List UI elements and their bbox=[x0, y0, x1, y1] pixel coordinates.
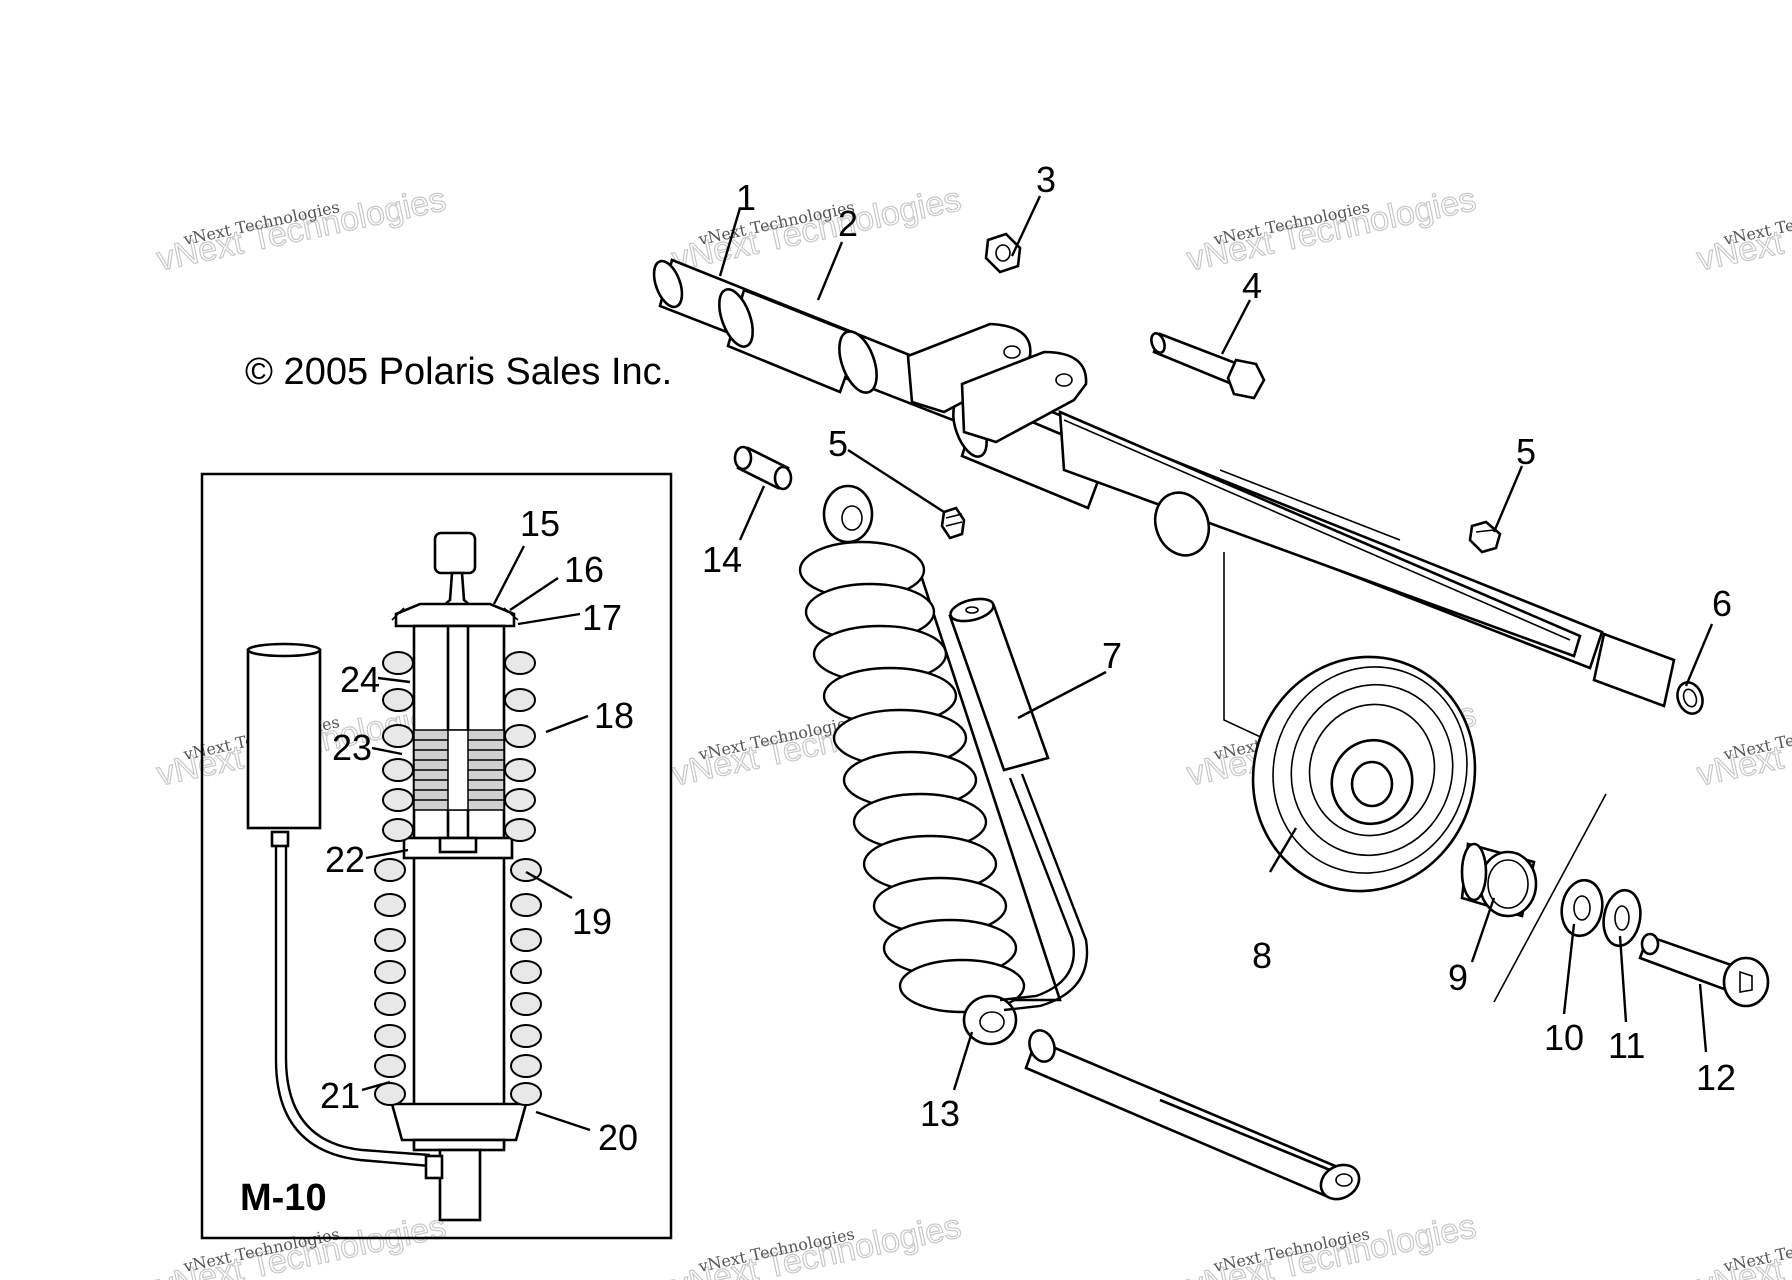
callout-13: 13 bbox=[920, 1093, 960, 1134]
watermark-tile: vNext Technologies vNext Technologies bbox=[668, 1207, 965, 1280]
nut-part bbox=[984, 232, 1022, 274]
grease-fitting-a bbox=[940, 506, 966, 540]
callout-16: 16 bbox=[564, 549, 604, 590]
hatched-spring-section bbox=[413, 729, 505, 811]
callout-15: 15 bbox=[520, 503, 560, 544]
exploded-view-axis bbox=[1493, 793, 1607, 1003]
callout-14: 14 bbox=[702, 539, 742, 580]
axle-bolt bbox=[1638, 932, 1770, 1008]
callout-2: 2 bbox=[838, 203, 858, 244]
washer-11 bbox=[1602, 888, 1642, 948]
callout-22: 22 bbox=[325, 839, 365, 880]
watermark-tile: vNext Technologies vNext Technologies bbox=[1183, 1207, 1480, 1280]
callout-8: 8 bbox=[1252, 935, 1272, 976]
callout-leaders bbox=[718, 195, 1714, 1091]
callout-7: 7 bbox=[1102, 635, 1122, 676]
inset-frame bbox=[200, 472, 673, 1240]
callout-19: 19 bbox=[572, 901, 612, 942]
callout-1: 1 bbox=[736, 177, 756, 218]
callout-6: 6 bbox=[1712, 583, 1732, 624]
watermark-tile: vNext Technologies vNext Technologies bbox=[1183, 180, 1480, 280]
callout-21: 21 bbox=[320, 1075, 360, 1116]
copyright-text: © 2005 Polaris Sales Inc. bbox=[245, 351, 672, 393]
shock-absorber bbox=[798, 484, 1089, 1046]
idler-wheel bbox=[1251, 655, 1477, 893]
shock-cutaway bbox=[374, 531, 542, 1222]
spacer-part bbox=[1460, 842, 1538, 918]
watermark-tile: vNext Technologies vNext Technologies bbox=[1693, 695, 1792, 795]
lower-arm bbox=[1024, 1029, 1361, 1201]
watermark-tile: vNext Technologies vNext Technologies bbox=[153, 180, 450, 280]
watermark-tile: vNext Technologies vNext Technologies bbox=[1693, 180, 1792, 280]
callout-9: 9 bbox=[1448, 957, 1468, 998]
bolt-part bbox=[1150, 332, 1266, 400]
reservoir-canister bbox=[246, 642, 431, 1168]
callout-17: 17 bbox=[582, 597, 622, 638]
callout-24: 24 bbox=[340, 659, 380, 700]
inset-title: M-10 bbox=[240, 1177, 327, 1219]
main-spring-coils bbox=[798, 540, 1026, 1014]
washer-10 bbox=[1560, 878, 1604, 938]
inset-panel: M-10 15 16 17 18 19 20 21 22 23 24 bbox=[200, 472, 673, 1240]
watermark-tile: vNext Technologies vNext Technologies bbox=[1693, 1207, 1792, 1280]
grease-fitting-b bbox=[1468, 520, 1502, 554]
spring-coils bbox=[374, 651, 542, 1106]
callout-20: 20 bbox=[598, 1117, 638, 1158]
callout-18: 18 bbox=[594, 695, 634, 736]
callout-4: 4 bbox=[1242, 265, 1262, 306]
rear-axle-assembly bbox=[652, 258, 1704, 761]
callout-23: 23 bbox=[332, 727, 372, 768]
callout-11: 11 bbox=[1608, 1025, 1645, 1066]
callout-3: 3 bbox=[1036, 159, 1056, 200]
callout-10: 10 bbox=[1544, 1017, 1584, 1058]
bushing-part bbox=[733, 445, 793, 491]
callout-5b: 5 bbox=[1516, 431, 1536, 472]
callout-12: 12 bbox=[1696, 1057, 1736, 1098]
watermark-tile: vNext Technologies vNext Technologies bbox=[668, 180, 965, 280]
callout-5a: 5 bbox=[828, 423, 848, 464]
